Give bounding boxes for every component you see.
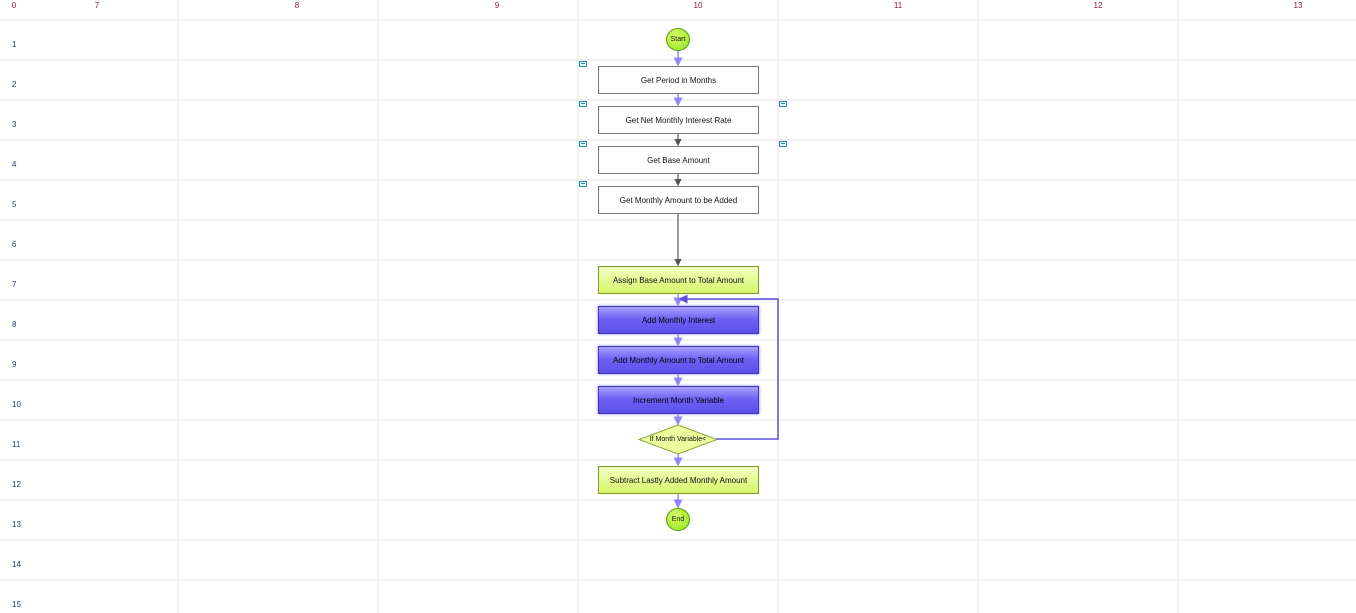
step-get-monthly-amount[interactable]: Get Monthly Amount to be Added — [598, 186, 759, 214]
row-label: 11 — [12, 440, 21, 449]
note-icon[interactable] — [579, 181, 587, 187]
step-get-period[interactable]: Get Period in Months — [598, 66, 759, 94]
row-label: 12 — [12, 480, 21, 489]
column-label: 10 — [693, 1, 703, 10]
row-label: 7 — [12, 280, 17, 289]
column-label: 9 — [494, 1, 500, 10]
column-label: 11 — [893, 1, 903, 10]
step-increment-month[interactable]: Increment Month Variable — [598, 386, 759, 414]
row-label: 8 — [12, 320, 17, 329]
step-assign-base-amount[interactable]: Assign Base Amount to Total Amount — [598, 266, 759, 294]
step-add-monthly-amount[interactable]: Add Monthly Amount to Total Amount — [598, 346, 759, 374]
column-label: 0 — [11, 1, 17, 10]
step-get-interest-rate[interactable]: Get Net Monthly Interest Rate — [598, 106, 759, 134]
row-label: 3 — [12, 120, 17, 129]
note-icon[interactable] — [579, 61, 587, 67]
row-label: 14 — [12, 560, 21, 569]
start-node[interactable]: Start — [666, 28, 690, 51]
column-label: 13 — [1293, 1, 1303, 10]
row-label: 4 — [12, 160, 17, 169]
decision-node[interactable]: If Month Variable< — [637, 424, 719, 455]
decision-label: If Month Variable< — [649, 436, 707, 443]
row-label: 6 — [12, 240, 17, 249]
row-label: 1 — [12, 40, 17, 49]
row-label: 9 — [12, 360, 17, 369]
step-add-monthly-interest[interactable]: Add Monthly Interest — [598, 306, 759, 334]
column-label: 8 — [294, 1, 300, 10]
step-get-base-amount[interactable]: Get Base Amount — [598, 146, 759, 174]
note-icon[interactable] — [579, 101, 587, 107]
row-label: 2 — [12, 80, 17, 89]
note-icon[interactable] — [579, 141, 587, 147]
column-label: 7 — [94, 1, 100, 10]
note-icon[interactable] — [779, 141, 787, 147]
end-node[interactable]: End — [666, 508, 690, 531]
decision-shape — [637, 424, 719, 455]
row-label: 13 — [12, 520, 21, 529]
row-label: 15 — [12, 600, 21, 609]
column-label: 12 — [1093, 1, 1103, 10]
row-label: 5 — [12, 200, 17, 209]
step-subtract-last-amount[interactable]: Subtract Lastly Added Monthly Amount — [598, 466, 759, 494]
loop-connector — [678, 294, 779, 440]
row-label: 10 — [12, 400, 21, 409]
note-icon[interactable] — [779, 101, 787, 107]
